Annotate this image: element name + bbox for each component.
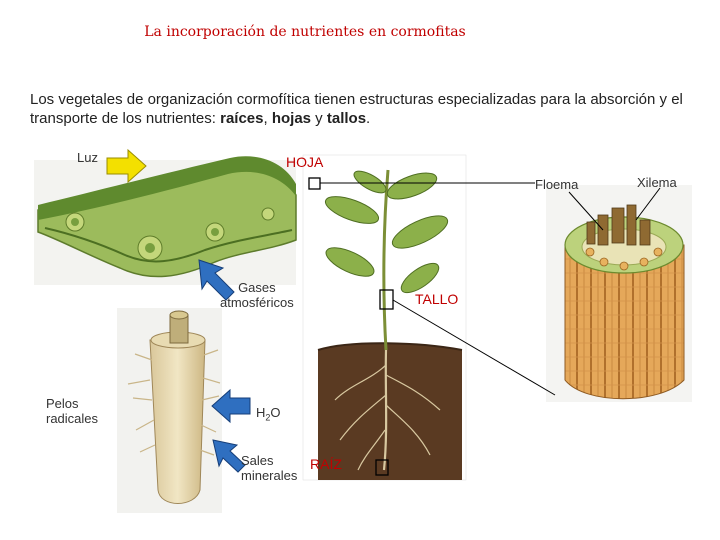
leader-lines — [320, 182, 661, 396]
intro-paragraph: Los vegetales de organización cormofític… — [30, 90, 710, 128]
label-h2o: H2O — [256, 405, 281, 426]
plant-illustration — [302, 154, 467, 481]
h2o-sub: 2 — [265, 412, 271, 423]
term-hojas: hojas — [271, 110, 312, 127]
luz-arrow-icon — [106, 148, 147, 184]
label-pelos: Pelos radicales — [46, 396, 98, 426]
term-raices: raíces — [220, 110, 264, 127]
label-floema: Floema — [535, 177, 579, 192]
sales-line2: minerales — [241, 468, 298, 483]
label-tallo: TALLO — [415, 291, 459, 307]
stem-highlight-box — [379, 289, 394, 310]
intro-end: . — [366, 110, 371, 127]
gases-line2: atmosféricos — [220, 295, 294, 310]
intro-sep: y — [311, 110, 327, 127]
pelos-line1: Pelos — [46, 396, 79, 411]
label-luz: Luz — [77, 150, 98, 165]
label-sales: Sales minerales — [241, 453, 297, 483]
root-highlight-box — [375, 459, 389, 476]
stem-section — [546, 185, 692, 402]
intro-text: Los vegetales de organización cormofític… — [30, 91, 683, 127]
page-title: La incorporación de nutrientes en cormof… — [144, 24, 466, 40]
label-gases: Gases atmosféricos — [220, 280, 294, 310]
pelos-line2: radicales — [46, 411, 99, 426]
h2o-h: H — [256, 405, 266, 420]
intro-sep: , — [263, 110, 272, 127]
sales-line1: Sales — [241, 453, 274, 468]
leaf-cross-section — [34, 156, 297, 285]
gases-arrow-icon — [198, 259, 235, 301]
term-tallos: tallos — [326, 110, 367, 127]
root-illustration — [117, 308, 222, 513]
sales-arrow-icon — [212, 439, 246, 473]
label-xilema: Xilema — [637, 175, 677, 190]
label-hoja: HOJA — [286, 154, 324, 170]
gases-line1: Gases — [238, 280, 276, 295]
h2o-arrow-icon — [211, 388, 251, 424]
label-raiz: RAÍZ — [310, 456, 342, 472]
h2o-o: O — [270, 405, 281, 420]
